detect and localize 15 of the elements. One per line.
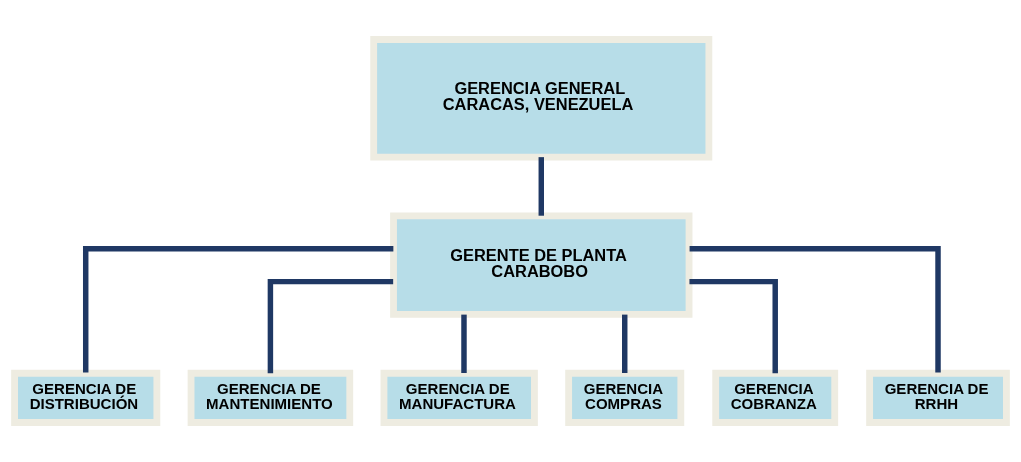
node-box: GERENCIA DE MANTENIMIENTO [187,369,354,426]
node-box: GERENTE DE PLANTA CARABOBO [390,212,693,318]
node-box: GERENCIA DE MANUFACTURA [380,369,538,426]
connector [689,246,941,373]
node-box: GERENCIA GENERAL CARACAS, VENEZUELA [370,36,713,161]
node-box: GERENCIA COBRANZA [712,369,839,426]
node-box: GERENCIA COMPRAS [565,369,685,426]
connector [83,246,394,373]
connector [622,314,628,373]
connector [689,278,778,374]
connector [538,157,544,216]
connector [461,314,467,373]
node-box: GERENCIA DE DISTRIBUCIÓN [11,369,161,426]
connector [267,278,394,374]
node-box: GERENCIA DE RRHH [866,369,1010,426]
